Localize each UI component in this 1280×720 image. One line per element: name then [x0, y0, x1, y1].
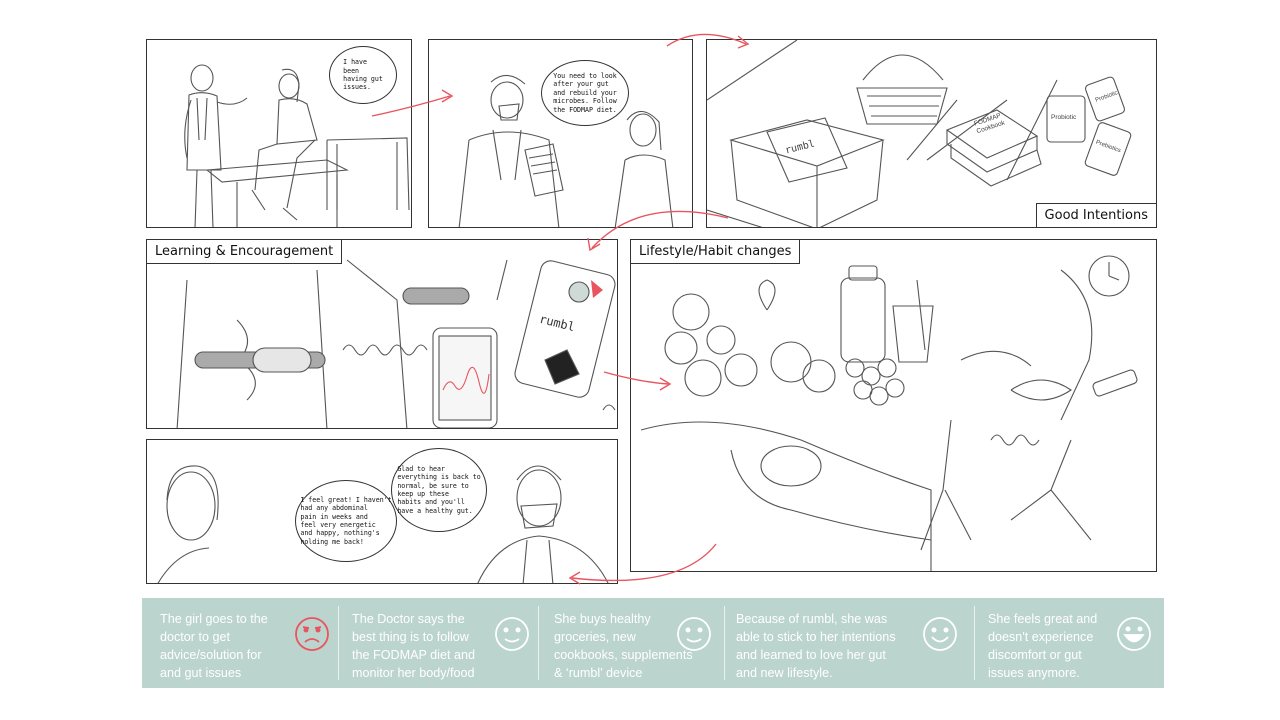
speech-bubble-doctor-advice-text: You need to look after your gut and rebu… — [553, 71, 617, 114]
panel-doctor-visit: I have been having gut issues. — [146, 39, 412, 228]
journey-divider-4 — [974, 606, 975, 680]
panel-label-good-intentions: Good Intentions — [1035, 203, 1156, 227]
lifestyle-illustration — [640, 255, 1138, 571]
speech-bubble-doctor-text: Glad to hear everything is back to norma… — [397, 464, 481, 515]
probiotic-bottle-label-1: Probiotic — [1051, 114, 1077, 121]
sad-face-icon — [295, 617, 329, 651]
happy-face-icon — [1117, 617, 1151, 651]
journey-step-3-text: She buys healthy groceries, new cookbook… — [554, 612, 693, 680]
journey-step-5: She feels great and doesn't experience d… — [976, 606, 1160, 680]
panel-label-lifestyle: Lifestyle/Habit changes — [631, 240, 801, 264]
doctor-patient-illustration — [184, 64, 410, 227]
journey-divider-3 — [724, 606, 725, 680]
speech-bubble-doctor-advice: You need to look after your gut and rebu… — [541, 60, 629, 126]
speech-bubble-patient-text: I have been having gut issues. — [343, 58, 383, 92]
panel-follow-up: I feel great! I haven't had any abdomina… — [146, 439, 618, 584]
journey-step-2-text: The Doctor says the best thing is to fol… — [352, 612, 475, 680]
panel-doctor-advice: You need to look after your gut and rebu… — [428, 39, 693, 228]
speech-bubble-girl-text: I feel great! I haven't had any abdomina… — [300, 495, 392, 546]
doctor-advice-illustration — [458, 74, 674, 227]
journey-divider-2 — [538, 606, 539, 680]
journey-step-4: Because of rumbl, she was able to stick … — [724, 606, 972, 680]
neutral-smile-icon — [677, 617, 711, 651]
panel-good-intentions: rumbl FODMAP Cookbook Probiotic Probioti… — [706, 39, 1157, 228]
neutral-smile-icon — [495, 617, 529, 651]
groceries-illustration — [707, 40, 1132, 227]
smile-face-icon — [923, 617, 957, 651]
speech-bubble-patient: I have been having gut issues. — [329, 46, 397, 104]
journey-step-1-text: The girl goes to the doctor to get advic… — [160, 612, 268, 680]
journey-step-5-text: She feels great and doesn't experience d… — [988, 612, 1098, 680]
device-app-illustration — [176, 259, 616, 428]
journey-divider-1 — [338, 606, 339, 680]
journey-strip: The girl goes to the doctor to get advic… — [142, 598, 1164, 688]
panel-learning-encouragement: rumbl Learning & Encouragement — [146, 239, 618, 429]
speech-bubble-doctor: Glad to hear everything is back to norma… — [391, 448, 487, 532]
panel-label-learning: Learning & Encouragement — [147, 240, 343, 264]
panel-lifestyle-changes: Lifestyle/Habit changes — [630, 239, 1157, 572]
journey-step-2: The Doctor says the best thing is to fol… — [340, 606, 538, 680]
speech-bubble-girl: I feel great! I haven't had any abdomina… — [295, 480, 397, 562]
journey-step-4-text: Because of rumbl, she was able to stick … — [736, 612, 896, 680]
journey-step-3: She buys healthy groceries, new cookbook… — [542, 606, 722, 680]
journey-step-1: The girl goes to the doctor to get advic… — [148, 606, 338, 680]
